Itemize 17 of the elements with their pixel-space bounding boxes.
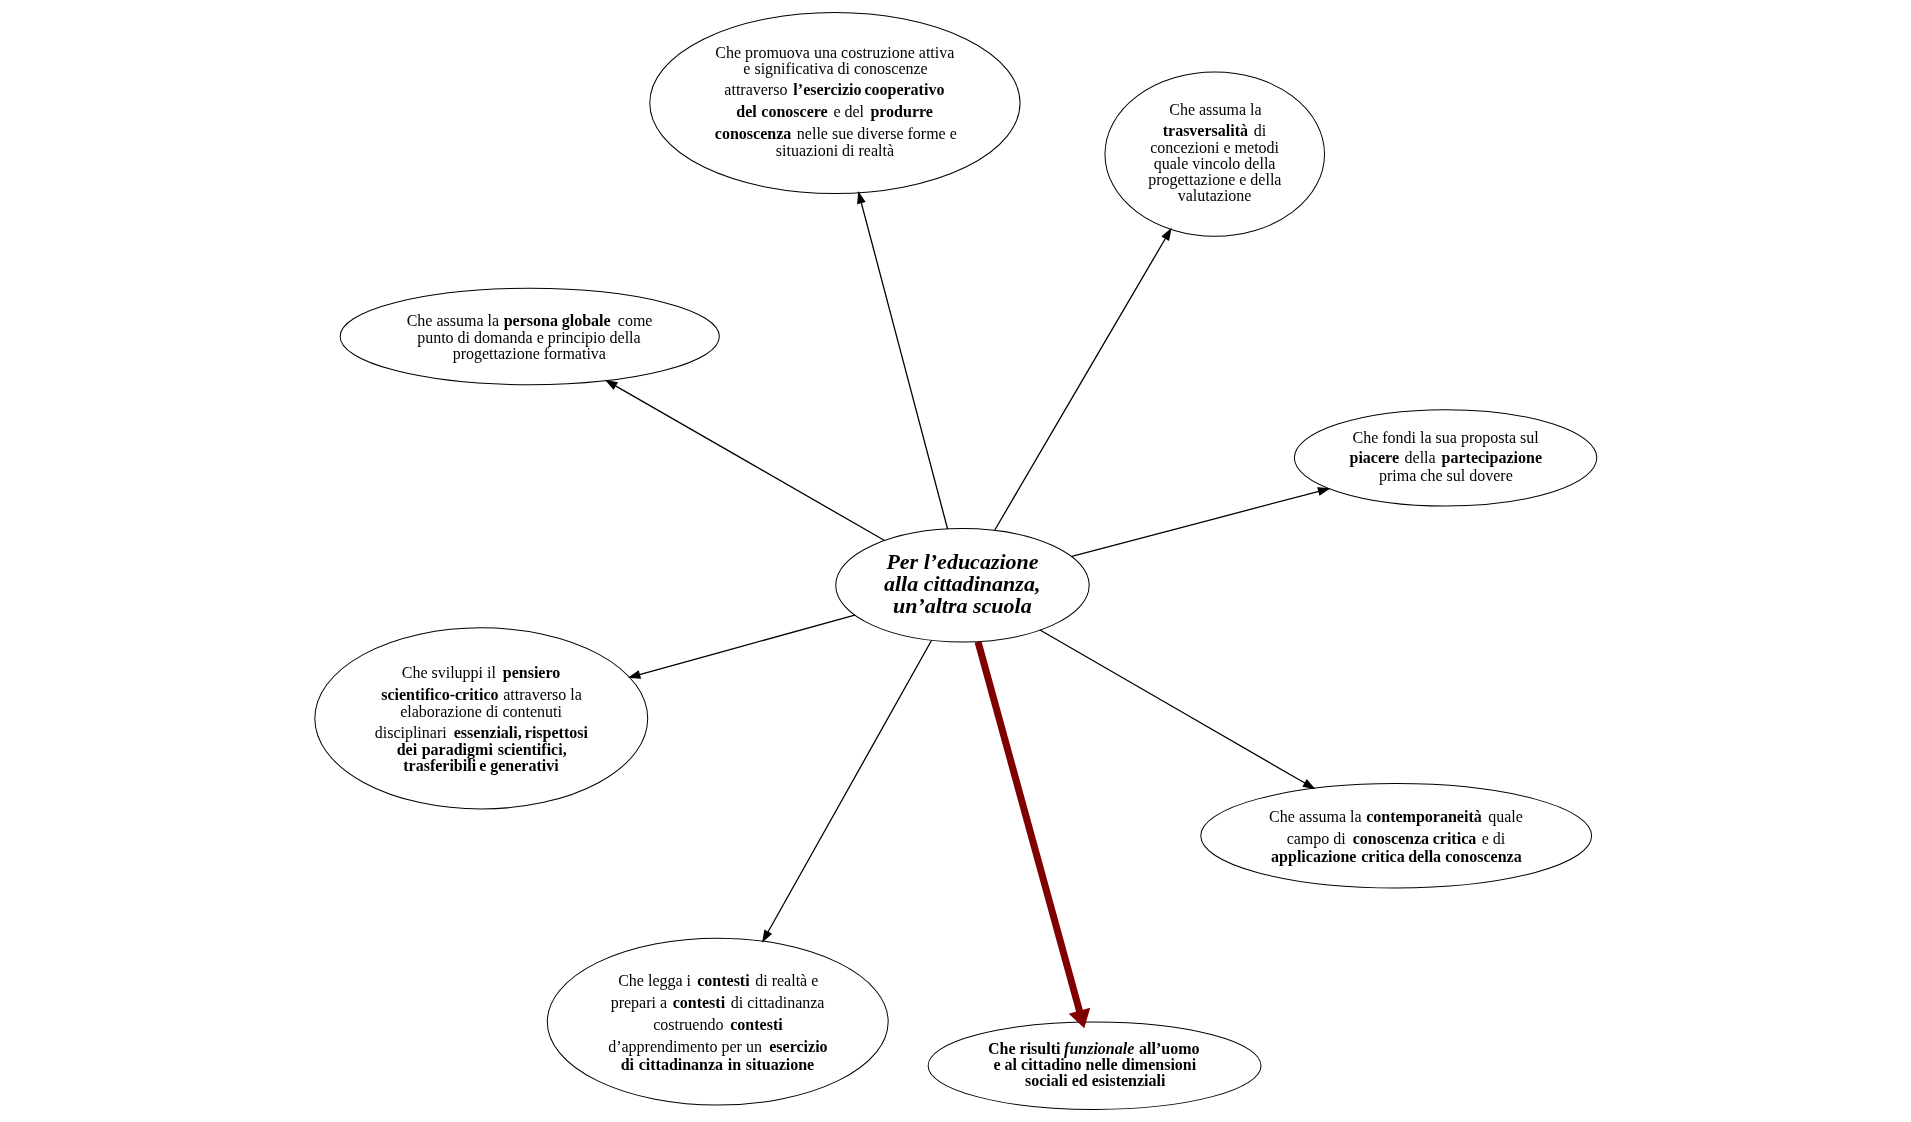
arrow: [1070, 487, 1331, 558]
arrow: [974, 640, 1090, 1029]
node-ellipse: Che sviluppi il pensiero scientifico-critico attraverso la elaborazione di contenuti disciplinari essenziali, rispettosi dei paradigmi scientifici, trasferibili e generativi: [313, 627, 648, 810]
node-ellipse: Per l’educazione alla cittadinanza, un’altra scuola: [834, 528, 1090, 643]
node-ellipse: Che fondi la sua proposta sul piacere della partecipazione prima che sul dovere: [1293, 409, 1597, 507]
node-ellipse: Che promuova una costruzione attiva e significativa di conoscenze attraverso l’esercizio cooperativo del conoscere e del produrre conoscenza nelle sue diverse forme e situazioni di realtà: [648, 11, 1021, 195]
arrow: [761, 639, 932, 943]
node-ellipse: Che risulti funzionale all’uomo e al cittadino nelle dimensioni sociali ed esistenziali: [927, 1021, 1261, 1110]
arrow: [856, 190, 948, 530]
arrow: [604, 379, 885, 542]
node-ellipse: Che assuma la persona globale come punto di domanda e principio della progettazione formativa: [339, 287, 720, 386]
node-ellipse: Che legga i contesti di realtà e prepari a contesti di cittadinanza costruendo contesti d’apprendimento per un esercizio di cittadinanza in situazione: [546, 937, 889, 1106]
node-ellipse: Che assuma la contemporaneità quale campo di conoscenza critica e di applicazione critica della conoscenza: [1199, 783, 1592, 889]
arrow: [1038, 629, 1315, 790]
arrow: [627, 614, 855, 679]
node-ellipse: Che assuma la trasversalità di concezioni e metodi quale vincolo della progettazione e della valutazione: [1104, 71, 1325, 237]
arrow: [993, 227, 1172, 531]
